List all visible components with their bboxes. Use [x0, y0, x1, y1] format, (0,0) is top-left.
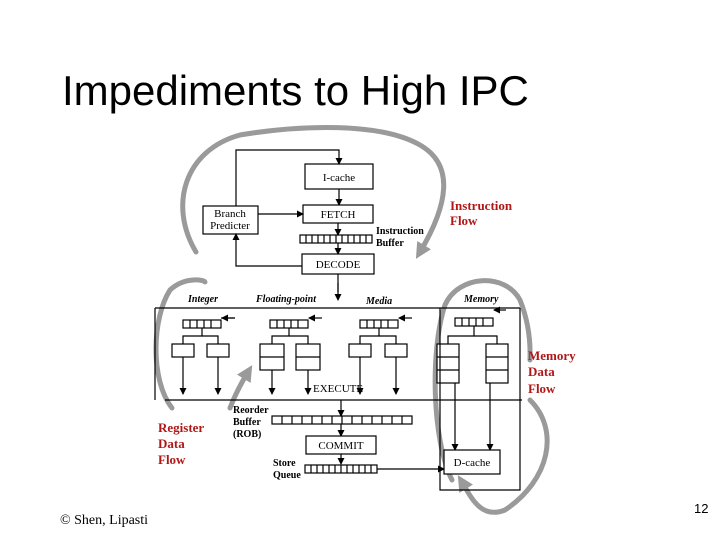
unit-type-memory: Memory [463, 294, 499, 305]
instruction-buffer [299, 234, 373, 244]
branch-predictor-label-2: Predicter [210, 220, 250, 232]
register-data-flow-label-2: Data [158, 436, 185, 451]
fetch-label: FETCH [321, 209, 356, 221]
memory-data-flow-label-2: Data [528, 364, 555, 379]
dcache-box [443, 449, 501, 475]
branch-predictor-label-1: Branch [214, 208, 246, 220]
register-data-flow-label-1: Register [158, 420, 204, 435]
page-number: 12 [694, 501, 709, 516]
register-data-flow-arrow [153, 277, 248, 411]
unit-type-media: Media [365, 296, 392, 307]
icache-label: I-cache [323, 172, 355, 184]
decode-label: DECODE [316, 259, 361, 271]
store-queue-label-2: Queue [273, 470, 301, 481]
copyright-footer: © Shen, Lipasti [60, 513, 149, 528]
unit-type-floating-point: Floating-point [255, 294, 317, 305]
dcache-label: D-cache [454, 457, 491, 469]
rob-label-1: Reorder [233, 405, 269, 416]
memory-unit [436, 306, 509, 451]
rob-label-2: Buffer [233, 417, 261, 428]
instruction-flow-label-1: Instruction [450, 198, 513, 213]
rob-label-3: (ROB) [233, 429, 261, 440]
branch-predictor-box [202, 205, 259, 235]
register-data-flow-label-3: Flow [158, 452, 186, 467]
media-unit [348, 314, 412, 395]
store-queue [304, 464, 378, 474]
instruction-buffer-label-1: Instruction [376, 226, 424, 237]
floating-point-unit [259, 314, 322, 395]
slide-title: Impediments to High IPC [62, 67, 529, 114]
reorder-buffer [271, 415, 413, 425]
memory-data-flow-label-3: Flow [528, 381, 556, 396]
instruction-buffer-label-2: Buffer [376, 238, 404, 249]
unit-type-integer: Integer [187, 294, 218, 305]
memory-data-flow-label-1: Memory [528, 348, 576, 363]
instruction-flow-arrow [180, 124, 447, 259]
store-queue-label-1: Store [273, 458, 296, 469]
commit-label: COMMIT [318, 440, 364, 452]
instruction-flow-label-2: Flow [450, 213, 478, 228]
integer-unit [171, 314, 235, 395]
execute-label: EXECUTE [313, 383, 363, 395]
memory-data-flow-arrow [432, 278, 550, 515]
